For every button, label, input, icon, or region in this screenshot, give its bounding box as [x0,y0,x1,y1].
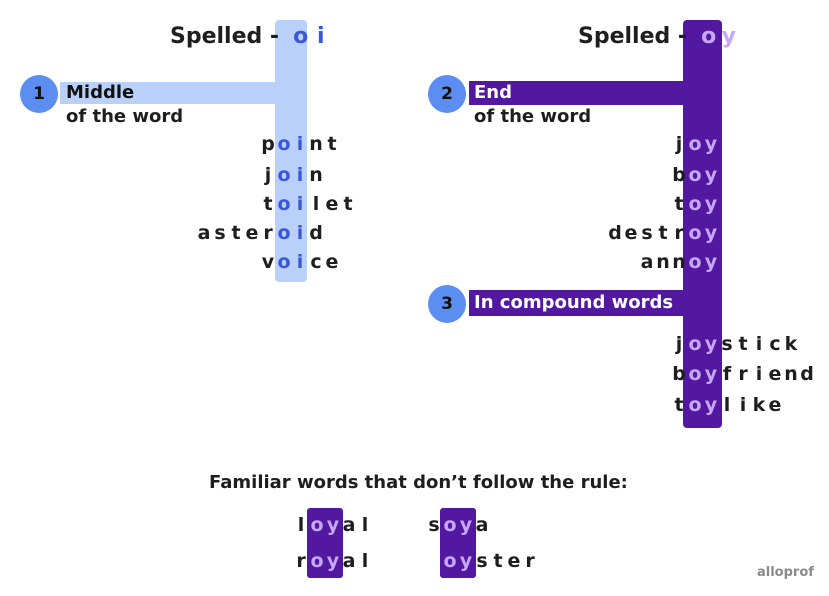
word-suffix: a [475,514,489,536]
exception-box-loyal-royal [307,508,343,578]
oy-title-letter: y [721,24,736,49]
label-compound: In compound words [474,292,674,313]
word-prefix: b [672,164,686,186]
word-prefix: j [675,133,683,155]
word-prefix: p [261,133,275,155]
exceptions-heading: Familiar words that don’t follow the rul… [209,472,628,493]
exception-box-soya-oyster [440,508,476,578]
badge-2: 2 [428,75,466,113]
label-end-sub: of the word [474,106,592,127]
oi-title-letter: i [316,24,325,49]
oy-title-letter: o [701,24,717,49]
word-suffix: d [309,222,323,244]
word-prefix: t [263,193,273,215]
alloprof-logo: alloprof [757,565,814,580]
oy-title-prefix: Spelled - [578,24,688,49]
oi-title-prefix: Spelled - [170,24,280,49]
word-prefix: t [674,394,684,416]
word-prefix: j [264,164,272,186]
word-prefix: j [675,333,683,355]
oy-end-connector [469,81,699,105]
word-prefix: t [674,193,684,215]
badge-1: 1 [20,75,58,113]
oi-vertical-bar [275,20,307,282]
oi-middle-connector [60,82,290,104]
oi-title-letter: o [293,24,309,49]
label-middle-sub: of the word [66,106,184,127]
word-prefix: l [297,514,305,536]
word-prefix: s [428,514,440,536]
badge-3: 3 [428,285,466,323]
label-end: End [474,82,512,103]
oy-compound-connector [469,290,699,316]
word-prefix: b [672,363,686,385]
label-middle: Middle [66,82,135,103]
word-prefix: v [261,251,275,273]
word-prefix: r [296,550,306,572]
word-suffix: n [309,164,323,186]
